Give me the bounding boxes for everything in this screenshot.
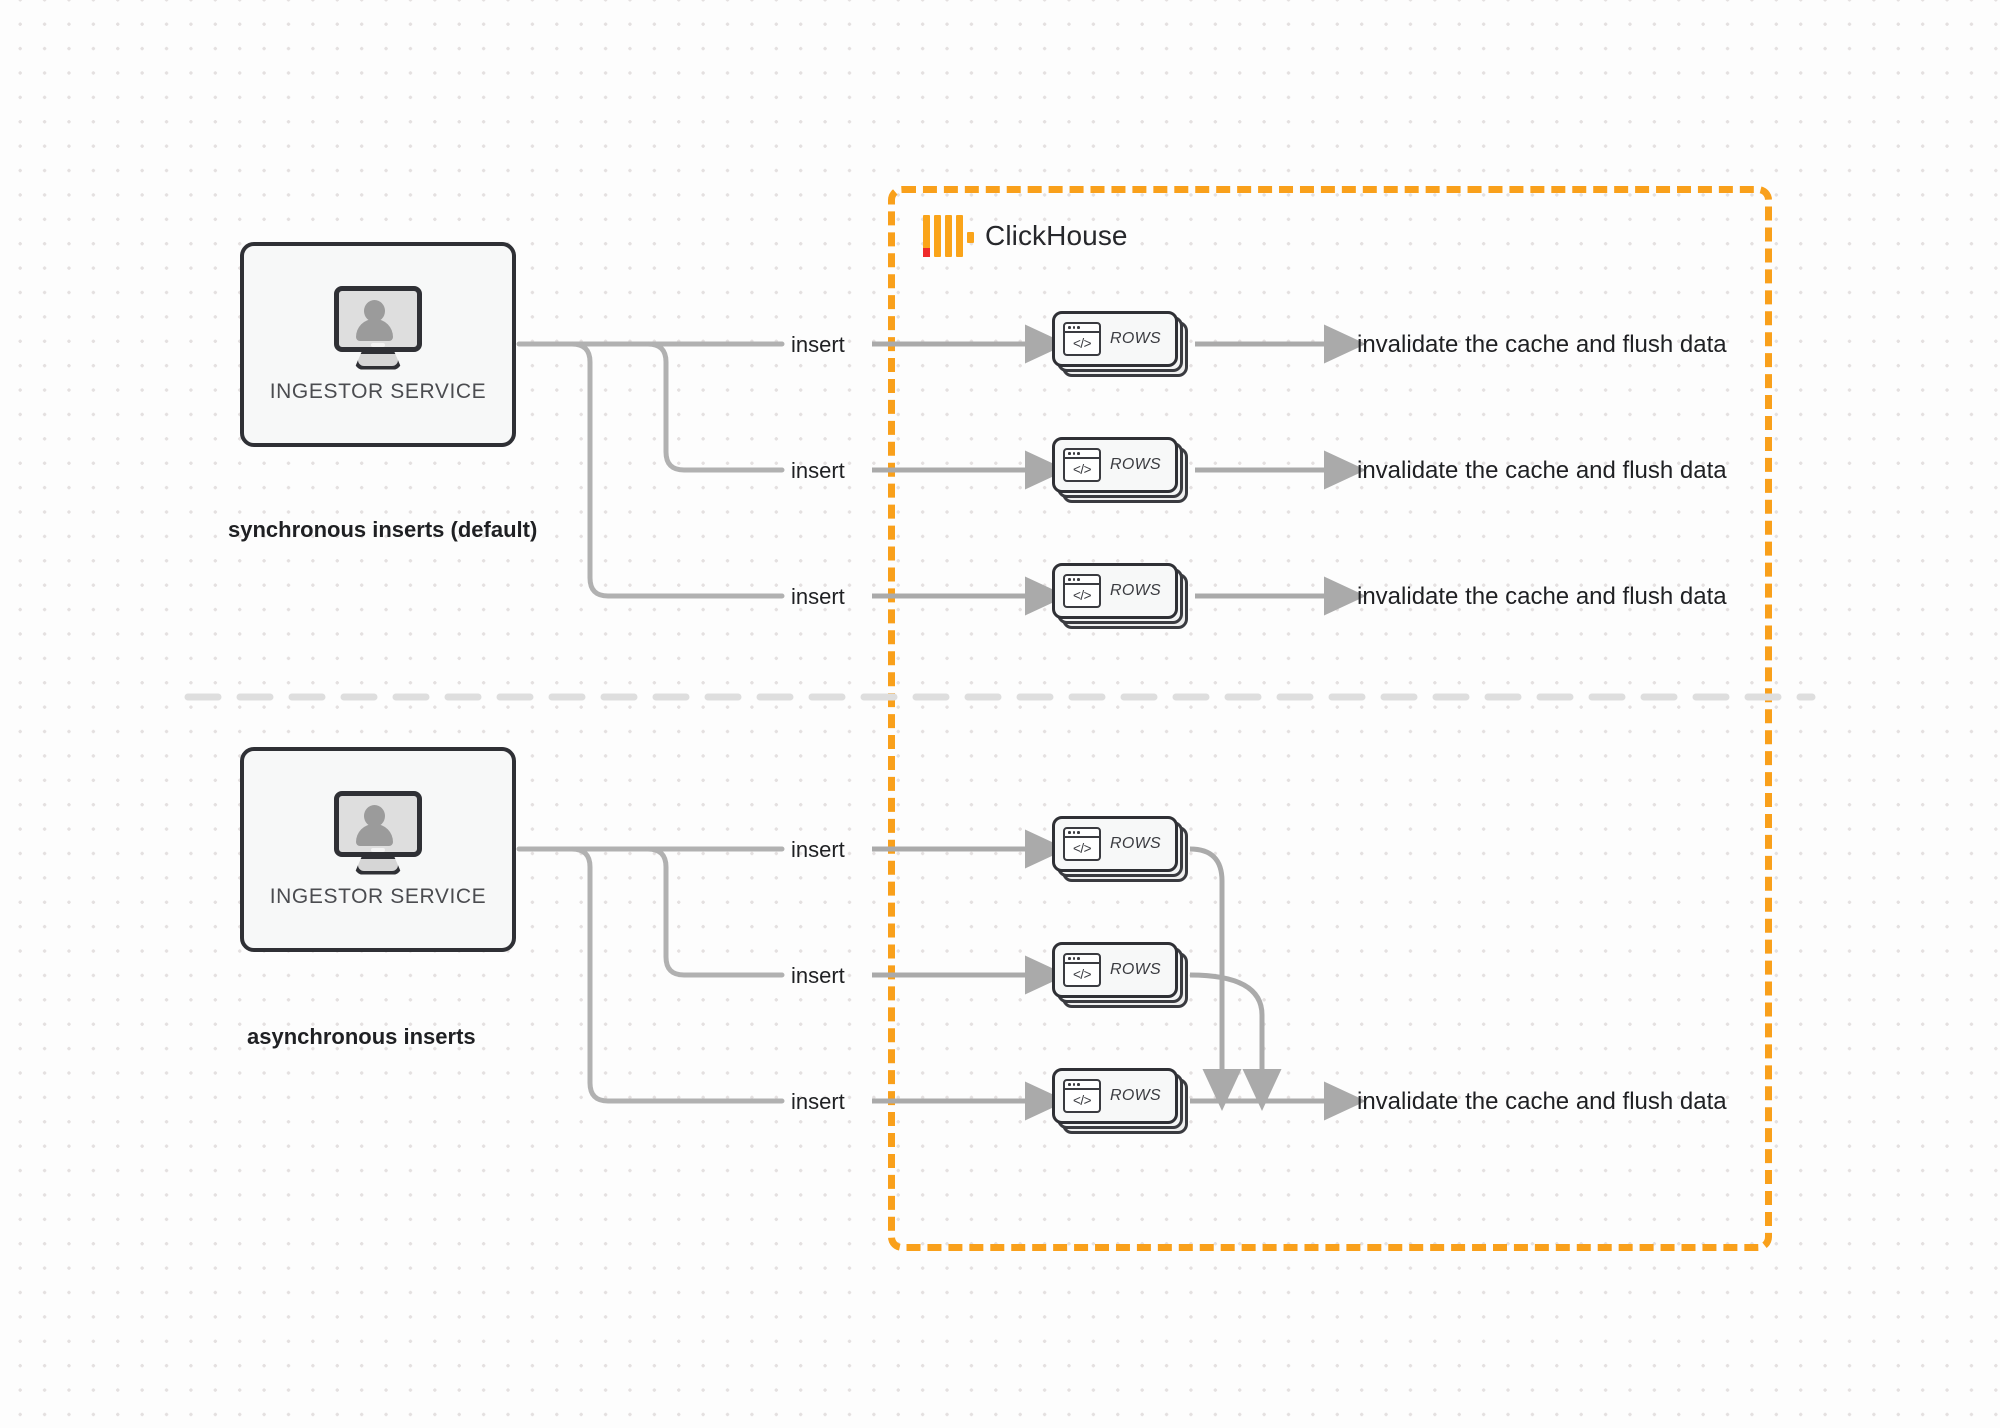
section-caption-synchronous: synchronous inserts (default) [228, 517, 538, 542]
monitor-user-icon [330, 285, 426, 372]
monitor-user-icon [330, 790, 426, 877]
code-icon: </> [1063, 574, 1101, 608]
rows-node-label: ROWS [1110, 330, 1161, 347]
code-glyph: </> [1072, 587, 1092, 603]
clickhouse-boundary [888, 186, 1772, 1251]
code-icon: </> [1063, 322, 1101, 356]
code-glyph: </> [1072, 1092, 1092, 1108]
rows-node-async-2[interactable]: </> ROWS [1052, 942, 1188, 1008]
ingestor-service-async-label: INGESTOR SERVICE [269, 884, 487, 908]
edge-label-sync-insert-3: insert [791, 584, 845, 609]
code-glyph: </> [1072, 840, 1092, 856]
edge-label-sync-insert-1: insert [791, 332, 845, 357]
edge-label-async-insert-3: insert [791, 1089, 845, 1114]
rows-node-label: ROWS [1110, 1087, 1161, 1104]
result-label-sync-3: invalidate the cache and flush data [1357, 583, 1727, 610]
result-label-async-merged: invalidate the cache and flush data [1357, 1088, 1727, 1115]
rows-node-async-3[interactable]: </> ROWS [1052, 1068, 1188, 1134]
rows-node-label: ROWS [1110, 456, 1161, 473]
edge-label-async-insert-2: insert [791, 963, 845, 988]
rows-node-sync-1[interactable]: </> ROWS [1052, 311, 1188, 377]
edge-label-async-insert-1: insert [791, 837, 845, 862]
result-label-sync-1: invalidate the cache and flush data [1357, 331, 1727, 358]
code-glyph: </> [1072, 966, 1092, 982]
wire-async-branch-2 [645, 846, 785, 978]
rows-node-async-1[interactable]: </> ROWS [1052, 816, 1188, 882]
clickhouse-logo-icon [923, 215, 974, 257]
clickhouse-brand: ClickHouse [923, 215, 1128, 257]
code-icon: </> [1063, 1079, 1101, 1113]
code-icon: </> [1063, 953, 1101, 987]
rows-node-label: ROWS [1110, 582, 1161, 599]
code-glyph: </> [1072, 335, 1092, 351]
ingestor-service-async[interactable]: INGESTOR SERVICE [240, 747, 516, 952]
section-caption-asynchronous: asynchronous inserts [247, 1024, 476, 1049]
wire-sync-branch-2 [645, 341, 785, 473]
wire-sync-branch-3 [569, 341, 785, 599]
rows-node-label: ROWS [1110, 835, 1161, 852]
code-icon: </> [1063, 827, 1101, 861]
ingestor-service-sync[interactable]: INGESTOR SERVICE [240, 242, 516, 447]
rows-node-sync-3[interactable]: </> ROWS [1052, 563, 1188, 629]
rows-node-sync-2[interactable]: </> ROWS [1052, 437, 1188, 503]
code-glyph: </> [1072, 461, 1092, 477]
result-label-sync-2: invalidate the cache and flush data [1357, 457, 1727, 484]
wire-async-branch-3 [569, 846, 785, 1104]
clickhouse-title: ClickHouse [985, 220, 1128, 251]
ingestor-service-sync-label: INGESTOR SERVICE [269, 379, 487, 403]
rows-node-label: ROWS [1110, 961, 1161, 978]
code-icon: </> [1063, 448, 1101, 482]
edge-label-sync-insert-2: insert [791, 458, 845, 483]
